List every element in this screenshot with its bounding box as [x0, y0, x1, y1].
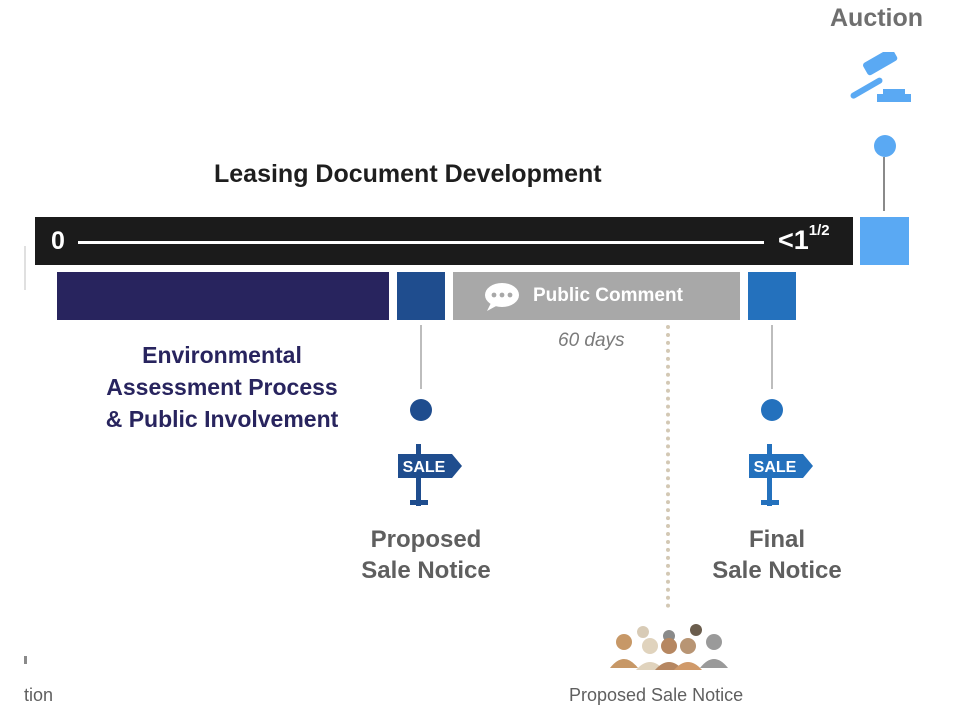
- auction-marker-dot: [874, 135, 896, 157]
- timeline-end-label: <11/2: [778, 222, 830, 256]
- environmental-assessment-segment: [57, 272, 389, 320]
- timeline-axis-line: [78, 241, 764, 244]
- sale-sign-icon: SALE: [749, 444, 813, 506]
- comment-duration-label: 60 days: [558, 330, 625, 351]
- ea-line-1: Environmental: [142, 342, 302, 368]
- bottom-proposed-sale-notice-label: Proposed Sale Notice: [569, 685, 744, 705]
- proposed-notice-connector: [420, 325, 422, 389]
- proposed-sign-text: SALE: [403, 459, 446, 476]
- public-comment-label: Public Comment: [533, 285, 683, 306]
- auction-phase-block: [860, 217, 909, 265]
- proposed-line-1: Proposed: [370, 526, 482, 553]
- final-notice-dot: [761, 399, 783, 421]
- proposed-sale-sign: SALE: [396, 444, 466, 506]
- comment-period-divider: [666, 325, 670, 608]
- people-group-icon: [610, 624, 728, 670]
- timeline-title: Leasing Document Development: [214, 160, 602, 188]
- final-line-2: Sale Notice: [712, 557, 842, 584]
- timeline-end-value: <1: [778, 225, 809, 255]
- sale-sign-icon: SALE: [398, 444, 462, 506]
- final-notice-connector: [771, 325, 773, 389]
- cropped-left-label: tion: [24, 685, 54, 705]
- final-sign-text: SALE: [754, 459, 797, 476]
- auction-connector: [883, 157, 885, 211]
- proposed-notice-dot: [410, 399, 432, 421]
- auction-title: Auction: [830, 4, 924, 32]
- left-edge-divider: [24, 246, 26, 290]
- timeline-start-label: 0: [51, 227, 65, 255]
- left-edge-mark: [24, 656, 27, 664]
- final-line-1: Final: [748, 526, 805, 553]
- comment-bubble-icon: [485, 283, 519, 311]
- environmental-assessment-label: Environmental Assessment Process & Publi…: [62, 339, 382, 435]
- proposed-sale-notice-label: Proposed Sale Notice: [326, 524, 526, 586]
- final-sale-sign: SALE: [747, 444, 817, 506]
- gavel-icon: [850, 52, 911, 102]
- ea-line-3: & Public Involvement: [105, 406, 339, 432]
- proposed-line-2: Sale Notice: [361, 557, 491, 584]
- proposed-sale-notice-segment: [397, 272, 445, 320]
- timeline-end-fraction: 1/2: [808, 222, 830, 239]
- public-comment-segment: Public Comment: [453, 272, 740, 320]
- final-sale-notice-label: Final Sale Notice: [677, 524, 877, 586]
- final-sale-notice-segment: [748, 272, 796, 320]
- ea-line-2: Assessment Process: [106, 374, 338, 400]
